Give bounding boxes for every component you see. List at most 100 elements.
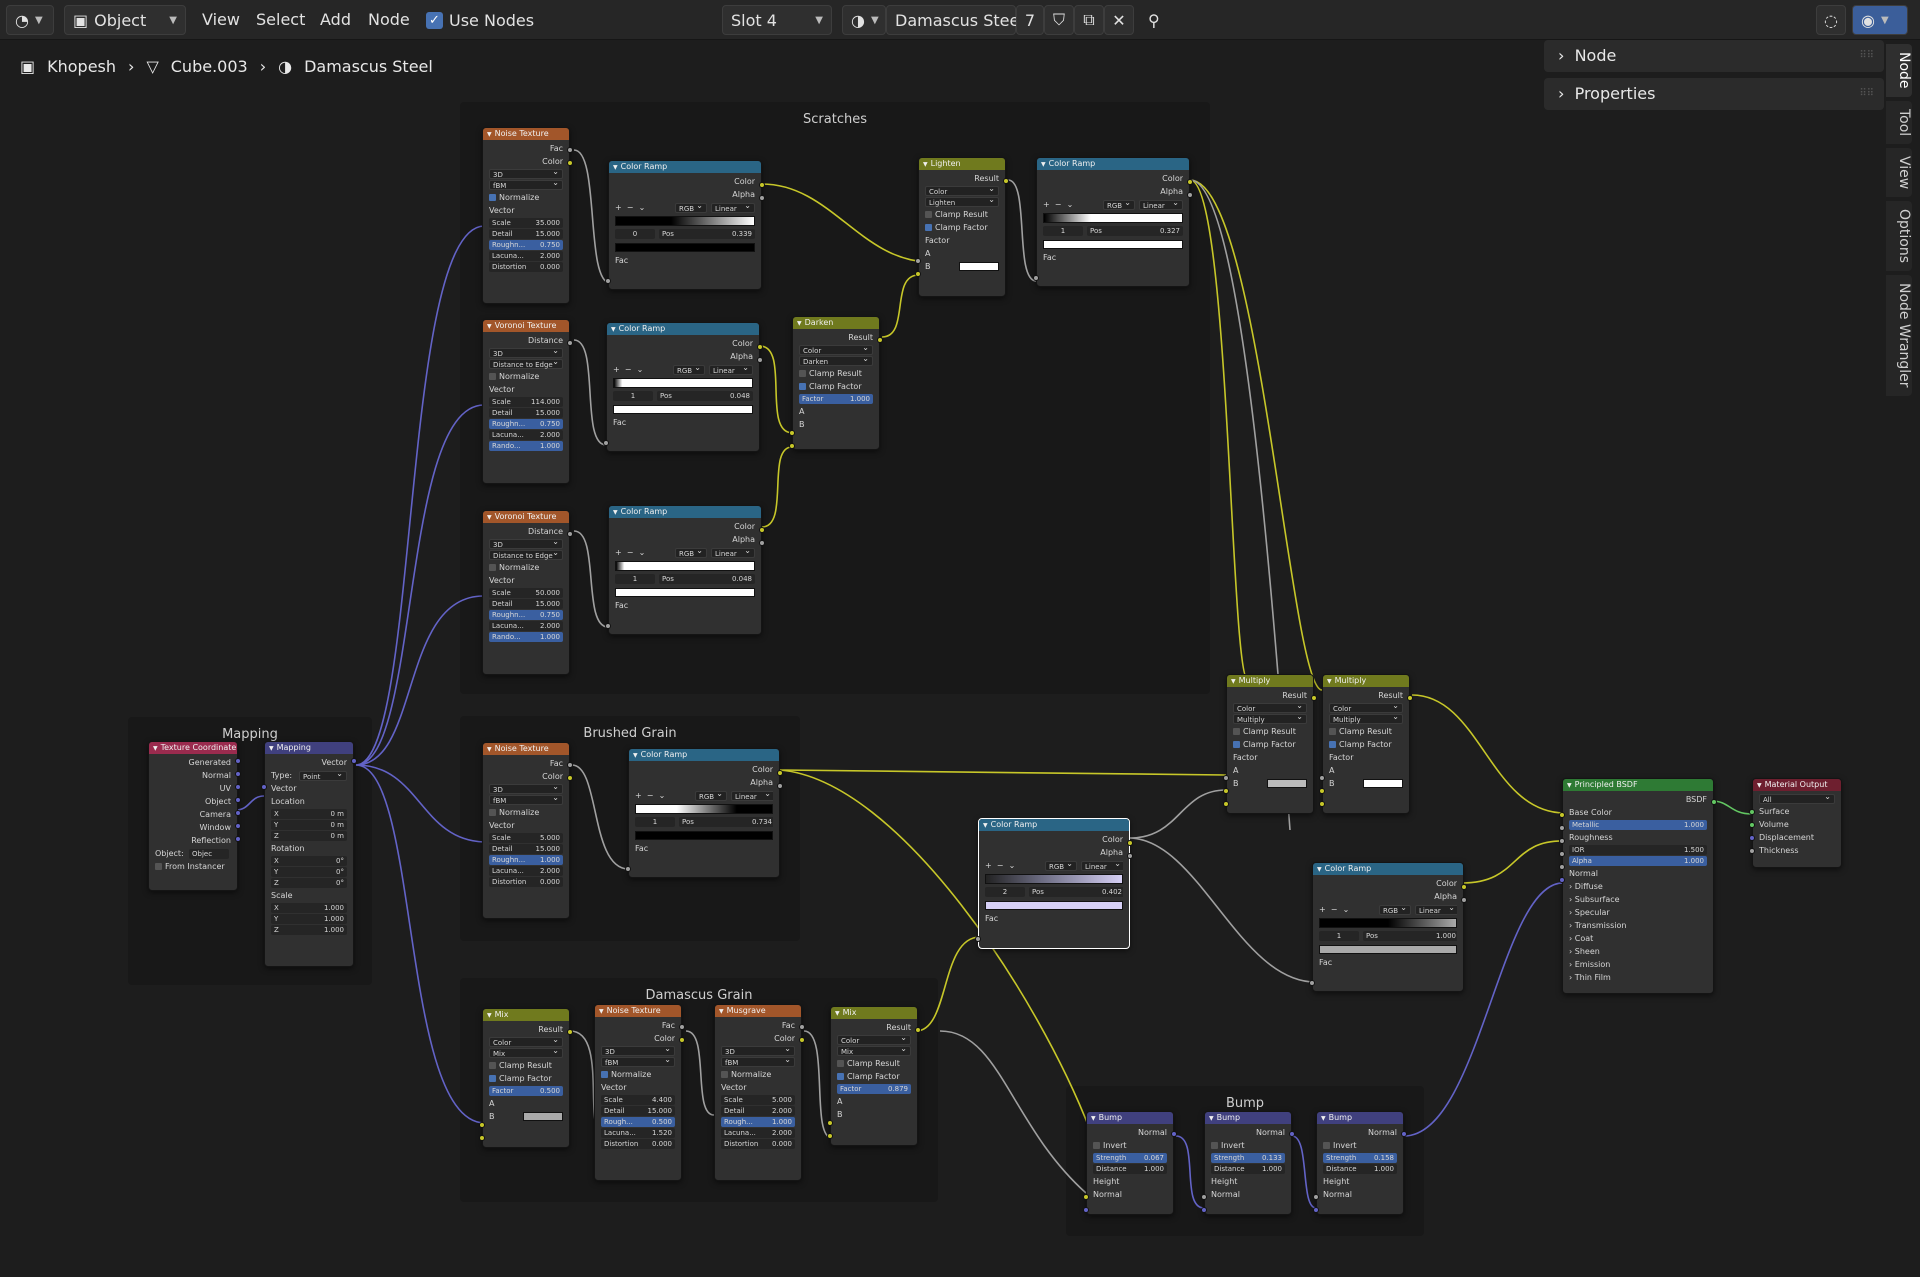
feature-select[interactable]: Distance to Edge (489, 357, 563, 369)
data-type-select[interactable]: Color (799, 343, 873, 355)
stop-color-swatch[interactable] (635, 831, 773, 840)
input-socket[interactable] (1319, 775, 1325, 781)
input-socket[interactable] (975, 936, 981, 942)
invert-checkbox[interactable]: Invert (1211, 1139, 1285, 1152)
interpolation-select[interactable]: Linear (1081, 859, 1123, 871)
output-socket[interactable] (757, 357, 763, 363)
node-musgrave[interactable]: ▼Musgrave Fac Color 3D fBM Normalize Vec… (714, 1004, 805, 1181)
drag-grip-icon[interactable]: ⠿⠿ (1859, 88, 1874, 99)
output-socket[interactable] (1401, 1131, 1407, 1137)
node-mix-multiply-2[interactable]: ▼Multiply Result Color Multiply Clamp Re… (1319, 674, 1413, 814)
node-mix-lighten[interactable]: ▼Lighten Result Color Lighten Clamp Resu… (915, 157, 1009, 297)
output-socket[interactable] (1187, 179, 1193, 185)
interpolation-select[interactable]: Linear (711, 201, 755, 213)
roughness-field[interactable]: Roughn...1.000 (489, 855, 563, 865)
panel-coat[interactable]: › Coat (1569, 934, 1594, 943)
input-socket[interactable] (1559, 877, 1565, 883)
data-type-select[interactable]: Color (489, 1035, 563, 1047)
input-socket[interactable] (1083, 1194, 1089, 1200)
roughness-field[interactable]: Rough...0.500 (601, 1117, 675, 1127)
output-socket[interactable] (759, 540, 765, 546)
input-socket[interactable] (1559, 812, 1565, 818)
output-socket[interactable] (235, 810, 241, 816)
color-mode-select[interactable]: RGB (1045, 859, 1077, 871)
output-socket[interactable] (759, 195, 765, 201)
output-socket[interactable] (567, 775, 573, 781)
add-stop-button[interactable]: + (1043, 200, 1050, 209)
ramp-menu-button[interactable]: ⌄ (1342, 905, 1350, 914)
material-browse-button[interactable]: ◑▼ (842, 5, 886, 35)
node-color-ramp-6[interactable]: ▼Color Ramp Color Alpha + − ⌄RGBLinear 2… (975, 818, 1133, 949)
tab-options[interactable]: Options (1886, 200, 1912, 272)
b-color-swatch[interactable] (959, 262, 999, 271)
ramp-menu-button[interactable]: ⌄ (658, 791, 666, 800)
noise-type-select[interactable]: fBM (489, 178, 563, 190)
input-socket[interactable] (1201, 1207, 1207, 1213)
remove-stop-button[interactable]: − (646, 791, 654, 800)
panel-thin-film[interactable]: › Thin Film (1569, 973, 1611, 982)
remove-stop-button[interactable]: − (626, 548, 634, 557)
pin-icon[interactable]: ⚲ (1148, 10, 1160, 30)
input-socket[interactable] (479, 1122, 485, 1128)
panel-specular[interactable]: › Specular (1569, 908, 1610, 917)
panel-subsurface[interactable]: › Subsurface (1569, 895, 1620, 904)
output-socket[interactable] (235, 758, 241, 764)
blend-mode-select[interactable]: Darken (799, 354, 873, 366)
stop-index-field[interactable]: 1 (613, 391, 653, 401)
normalize-checkbox[interactable]: Normalize (601, 1068, 675, 1081)
data-type-select[interactable]: Color (1233, 701, 1307, 713)
output-socket[interactable] (679, 1024, 685, 1030)
randomness-field[interactable]: Rando...1.000 (489, 441, 563, 451)
input-socket[interactable] (1223, 775, 1229, 781)
normalize-checkbox[interactable]: Normalize (489, 561, 563, 574)
clamp-result-checkbox[interactable]: Clamp Result (837, 1057, 911, 1070)
node-color-ramp-4[interactable]: ▼Color Ramp Color Alpha + − ⌄RGBLinear 1… (1033, 157, 1193, 287)
input-socket[interactable] (1749, 822, 1755, 828)
properties-panel-header[interactable]: › Properties⠿⠿ (1544, 78, 1884, 110)
unlink-close-icon[interactable]: ✕ (1104, 5, 1134, 35)
stop-color-swatch[interactable] (615, 588, 755, 597)
dimensions-select[interactable]: 3D (601, 1044, 675, 1056)
interpolation-select[interactable]: Linear (1415, 903, 1457, 915)
node-color-ramp-7[interactable]: ▼Color Ramp Color Alpha + − ⌄RGBLinear 1… (1309, 862, 1467, 992)
output-socket[interactable] (1171, 1131, 1177, 1137)
input-socket[interactable] (915, 271, 921, 277)
b-color-swatch[interactable] (1267, 779, 1307, 788)
interpolation-select[interactable]: Linear (709, 363, 753, 375)
stop-index-field[interactable]: 1 (615, 574, 655, 584)
add-stop-button[interactable]: + (985, 861, 992, 870)
clamp-result-checkbox[interactable]: Clamp Result (1233, 725, 1307, 738)
slot-dropdown[interactable]: Slot 4▼ (722, 5, 832, 35)
normalize-checkbox[interactable]: Normalize (489, 370, 563, 383)
object-picker-field[interactable]: Objec (189, 849, 229, 859)
lacunarity-field[interactable]: Lacuna...2.000 (489, 430, 563, 440)
output-socket[interactable] (679, 1037, 685, 1043)
lacunarity-field[interactable]: Lacuna...2.000 (489, 866, 563, 876)
roughness-field[interactable]: Roughn...0.750 (489, 610, 563, 620)
editor-type-button[interactable]: ◔▼ (6, 5, 54, 35)
node-mix-multiply-1[interactable]: ▼Multiply Result Color Multiply Clamp Re… (1223, 674, 1317, 814)
output-socket[interactable] (567, 1029, 573, 1035)
output-socket[interactable] (799, 1024, 805, 1030)
menu-view[interactable]: View (202, 10, 240, 29)
interpolation-select[interactable]: Linear (711, 546, 755, 558)
node-material-output[interactable]: ▼Material Output All Surface Volume Disp… (1749, 778, 1842, 868)
output-socket[interactable] (235, 836, 241, 842)
input-socket[interactable] (1559, 851, 1565, 857)
output-socket[interactable] (1711, 799, 1717, 805)
clamp-factor-checkbox[interactable]: Clamp Factor (1329, 738, 1403, 751)
